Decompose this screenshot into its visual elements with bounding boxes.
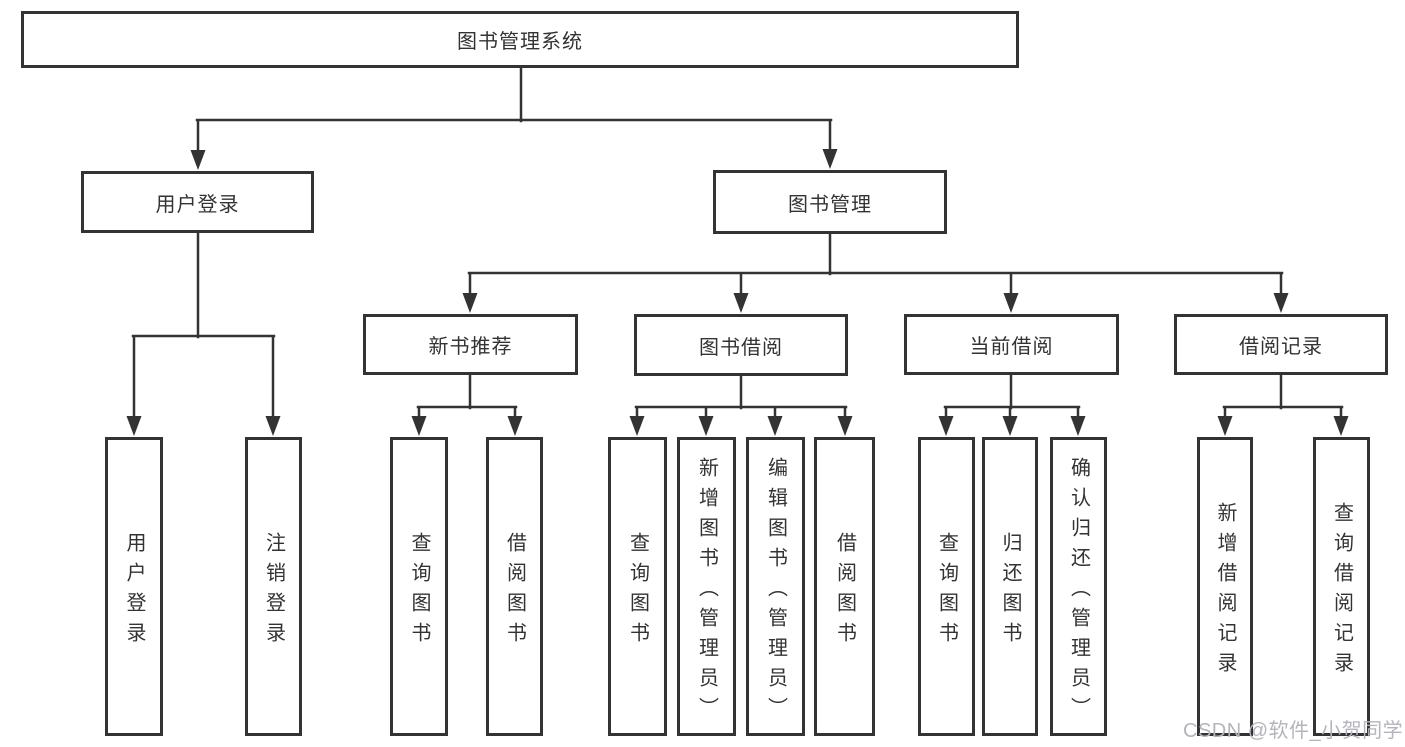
arrowhead-icon	[1273, 293, 1289, 313]
arrowhead-icon	[1217, 416, 1233, 436]
leaf-borrowing-borrow-books-label: 借阅图书	[833, 531, 856, 652]
leaf-newbooks-borrow-books: 借阅图书	[486, 437, 543, 736]
arrowhead-icon	[462, 293, 478, 313]
arrowhead-icon	[733, 293, 749, 313]
node-library-management-system: 图书管理系统	[21, 11, 1019, 68]
leaf-records-query-record-label: 查询借阅记录	[1330, 501, 1353, 682]
node-current-borrowing: 当前借阅	[904, 314, 1119, 375]
leaf-borrowing-add-books-admin-label: 新增图书（管理员）	[695, 456, 718, 727]
leaf-current-return-books-label: 归还图书	[999, 531, 1021, 652]
csdn-watermark: CSDN @软件_小贺同学	[1183, 720, 1404, 742]
leaf-records-query-record: 查询借阅记录	[1313, 437, 1370, 736]
arrowhead-icon	[1333, 416, 1349, 436]
leaf-borrowing-query-books-label: 查询图书	[626, 531, 649, 652]
leaf-borrowing-borrow-books: 借阅图书	[814, 437, 875, 736]
arrowhead-icon	[629, 416, 645, 436]
leaf-current-query-books: 查询图书	[918, 437, 975, 736]
arrowhead-icon	[1070, 416, 1086, 436]
arrowhead-icon	[265, 416, 281, 436]
leaf-borrowing-edit-books-admin: 编辑图书（管理员）	[746, 437, 805, 736]
arrowhead-icon	[126, 416, 142, 436]
node-book-borrowing: 图书借阅	[634, 314, 848, 376]
leaf-user-login-label: 用户登录	[123, 531, 145, 652]
arrowhead-icon	[507, 416, 523, 436]
node-new-book-recommendation: 新书推荐	[363, 314, 578, 375]
node-book-management: 图书管理	[713, 170, 947, 234]
leaf-current-confirm-return-admin: 确认归还（管理员）	[1050, 437, 1107, 736]
arrowhead-icon	[837, 416, 853, 436]
leaf-logout-label: 注销登录	[262, 531, 285, 652]
leaf-records-add-record-label: 新增借阅记录	[1214, 501, 1236, 682]
leaf-current-query-books-label: 查询图书	[935, 531, 958, 652]
leaf-current-confirm-return-admin-label: 确认归还（管理员）	[1067, 456, 1090, 727]
node-borrowing-records: 借阅记录	[1174, 314, 1388, 375]
arrowhead-icon	[938, 416, 954, 436]
leaf-newbooks-borrow-books-label: 借阅图书	[503, 531, 526, 652]
leaf-newbooks-query-books: 查询图书	[390, 437, 448, 736]
leaf-user-login: 用户登录	[105, 437, 163, 736]
leaf-current-return-books: 归还图书	[982, 437, 1038, 736]
arrowhead-icon	[411, 416, 427, 436]
leaf-logout: 注销登录	[245, 437, 302, 736]
leaf-records-add-record: 新增借阅记录	[1197, 437, 1253, 736]
leaf-borrowing-edit-books-admin-label: 编辑图书（管理员）	[764, 456, 787, 727]
arrowhead-icon	[1002, 416, 1018, 436]
node-user-login: 用户登录	[81, 171, 314, 233]
arrowhead-icon	[190, 150, 206, 170]
leaf-borrowing-query-books: 查询图书	[608, 437, 667, 736]
arrowhead-icon	[698, 416, 714, 436]
arrowhead-icon	[1003, 293, 1019, 313]
leaf-newbooks-query-books-label: 查询图书	[408, 531, 430, 652]
leaf-borrowing-add-books-admin: 新增图书（管理员）	[677, 437, 736, 736]
arrowhead-icon	[767, 416, 783, 436]
arrowhead-icon	[822, 149, 838, 169]
